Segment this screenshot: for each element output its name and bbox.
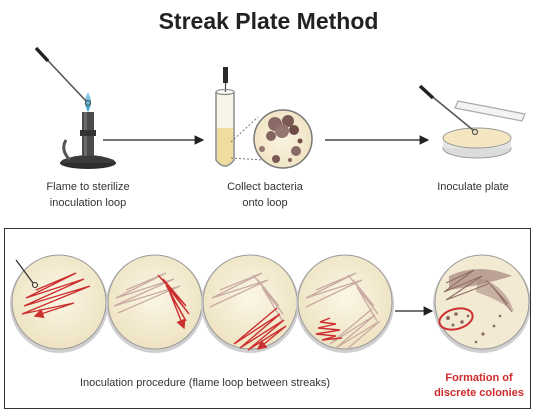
result-dish bbox=[433, 254, 531, 353]
streak-dish-1 bbox=[10, 254, 108, 353]
petri-dish-icon bbox=[418, 84, 526, 159]
step-3-line-1: Inoculate plate bbox=[437, 181, 509, 193]
bunsen-burner-icon bbox=[60, 92, 116, 169]
step-2-line-1: Collect bacteria bbox=[227, 181, 303, 193]
streak-dish-2 bbox=[106, 254, 204, 353]
step-1-line-2: inoculation loop bbox=[49, 197, 127, 209]
step-1-line-1: Flame to sterilize bbox=[46, 181, 130, 193]
result-line-2: discrete colonies bbox=[434, 387, 524, 399]
streak-dish-4 bbox=[296, 254, 394, 353]
procedure-caption: Inoculation procedure (flame loop betwee… bbox=[79, 377, 331, 389]
magnifier-bacteria-icon bbox=[230, 109, 313, 169]
test-tube-icon bbox=[215, 67, 235, 167]
step-3-caption: Inoculate plate bbox=[418, 179, 528, 195]
result-caption: Formation of discrete colonies bbox=[420, 371, 537, 401]
streak-dish-3 bbox=[201, 254, 299, 353]
step-2-line-2: onto loop bbox=[242, 197, 288, 209]
step-1-caption: Flame to sterilize inoculation loop bbox=[28, 179, 148, 211]
inoculation-panel bbox=[4, 228, 531, 409]
page-title: Streak Plate Method bbox=[158, 8, 379, 34]
inoculation-loop-icon bbox=[34, 46, 92, 107]
result-line-1: Formation of bbox=[445, 372, 513, 384]
step-2-caption: Collect bacteria onto loop bbox=[205, 179, 325, 211]
